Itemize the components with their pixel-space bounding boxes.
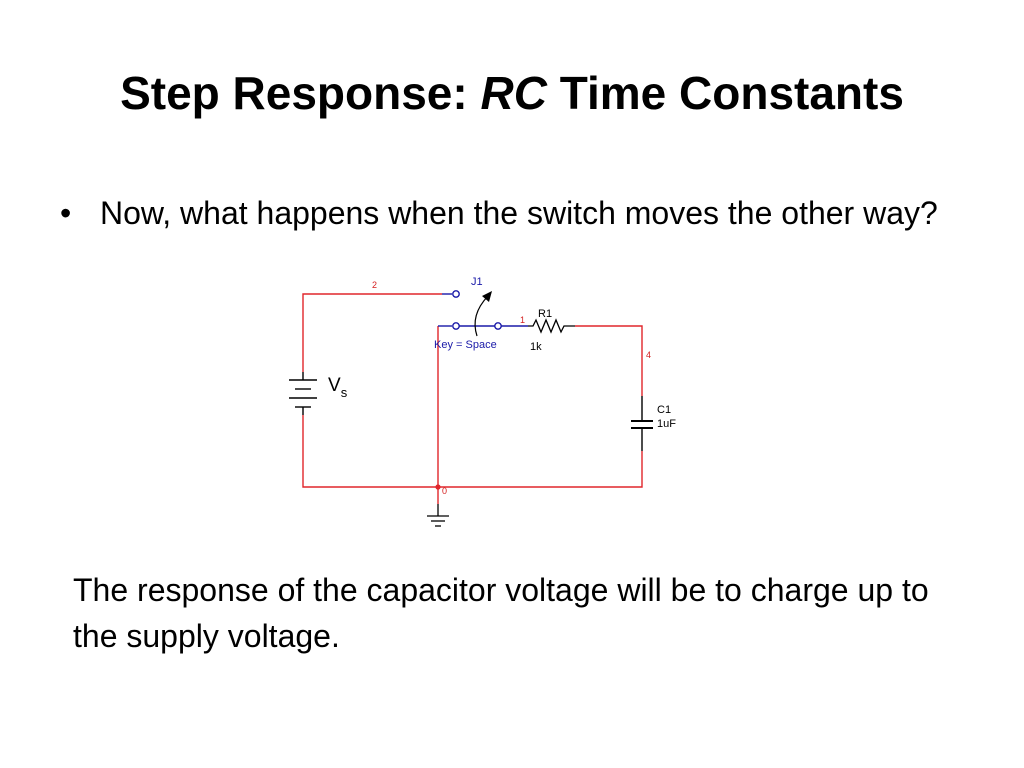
source-label: Vs: [328, 375, 348, 400]
switch-j1: [438, 290, 528, 330]
title-part-2: Time Constants: [546, 67, 904, 119]
switch-contact-left: [452, 322, 460, 330]
node-label-ground: 0: [442, 486, 447, 496]
title-part-1: Step Response:: [120, 67, 481, 119]
capacitor-label: C1: [657, 404, 671, 416]
node-label-switch-out: 1: [520, 315, 525, 325]
wire-source-to-bottom: [302, 415, 643, 488]
switch-arrow-arc: [474, 295, 489, 337]
source-label-subscript: s: [341, 385, 348, 400]
source-label-main: V: [328, 375, 341, 396]
node-label-right: 4: [646, 350, 651, 360]
switch-contact-top: [452, 290, 460, 298]
bullet-marker: •: [60, 195, 72, 231]
switch-arrow-head: [482, 291, 492, 302]
node-label-top: 2: [372, 280, 377, 290]
wires: [302, 293, 643, 504]
resistor-label: R1: [538, 308, 552, 320]
capacitor-c1: [631, 396, 653, 451]
ground-symbol: [427, 504, 449, 527]
switch-label: J1: [471, 276, 483, 288]
switch-key-label: Key = Space: [434, 339, 497, 351]
wire-resistor-to-capacitor: [575, 325, 643, 396]
capacitor-value: 1uF: [657, 418, 676, 430]
bullet-text: Now, what happens when the switch moves …: [100, 195, 938, 231]
slide-title: Step Response: RC Time Constants: [0, 68, 1024, 119]
battery-vs: [289, 372, 317, 415]
conclusion-text: The response of the capacitor voltage wi…: [73, 572, 929, 654]
wire-top-left: [302, 293, 442, 372]
resistor-value: 1k: [530, 341, 542, 353]
resistor-r1: [528, 318, 575, 334]
title-italic-rc: RC: [480, 67, 547, 119]
ground-junction-dot: [435, 484, 441, 490]
switch-contact-common: [494, 322, 502, 330]
